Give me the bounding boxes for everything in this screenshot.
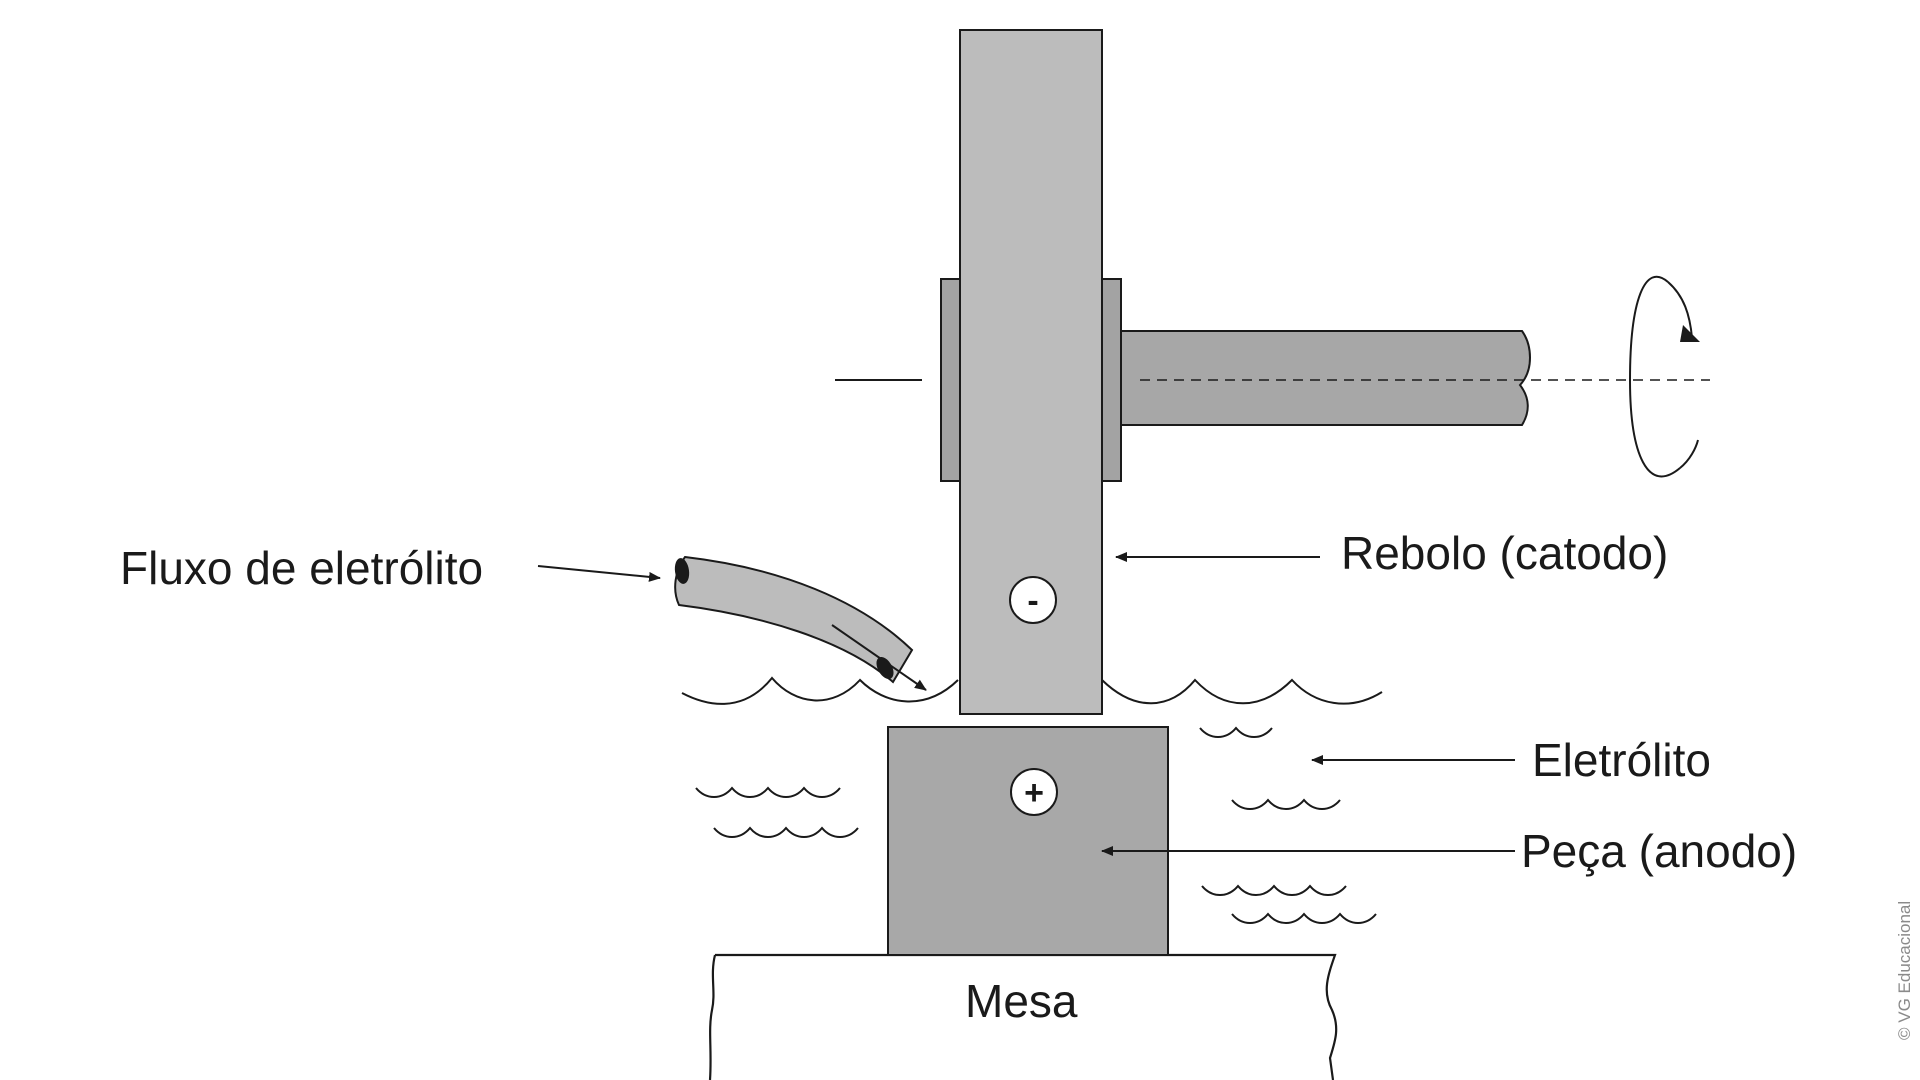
plus-sign-badge: + — [1010, 768, 1058, 816]
left-flange — [940, 278, 961, 482]
label-table: Mesa — [965, 975, 1078, 1027]
electrolyte-surface-waves — [681, 676, 1383, 705]
label-wheel: Rebolo (catodo) — [1341, 527, 1669, 579]
electrolyte-ripples — [695, 726, 1377, 924]
rotation-arrow — [1628, 275, 1681, 478]
right-flange — [1101, 278, 1122, 482]
spindle-shaft — [1120, 330, 1531, 426]
label-piece: Peça (anodo) — [1521, 825, 1798, 877]
table — [708, 953, 1338, 1080]
credit-text: © VG Educacional — [1895, 900, 1914, 1040]
plus-sign: + — [1024, 774, 1044, 812]
electrolyte-nozzle — [674, 555, 914, 684]
minus-sign-badge: - — [1009, 576, 1057, 624]
flow-arrow — [831, 624, 927, 691]
workpiece — [887, 726, 1169, 956]
minus-sign: - — [1027, 582, 1038, 620]
rotation-arrowhead — [1680, 325, 1700, 342]
flux-leader-arrow — [537, 565, 661, 582]
label-flux: Fluxo de eletrólito — [120, 542, 484, 594]
label-electrolyte: Eletrólito — [1532, 734, 1711, 786]
